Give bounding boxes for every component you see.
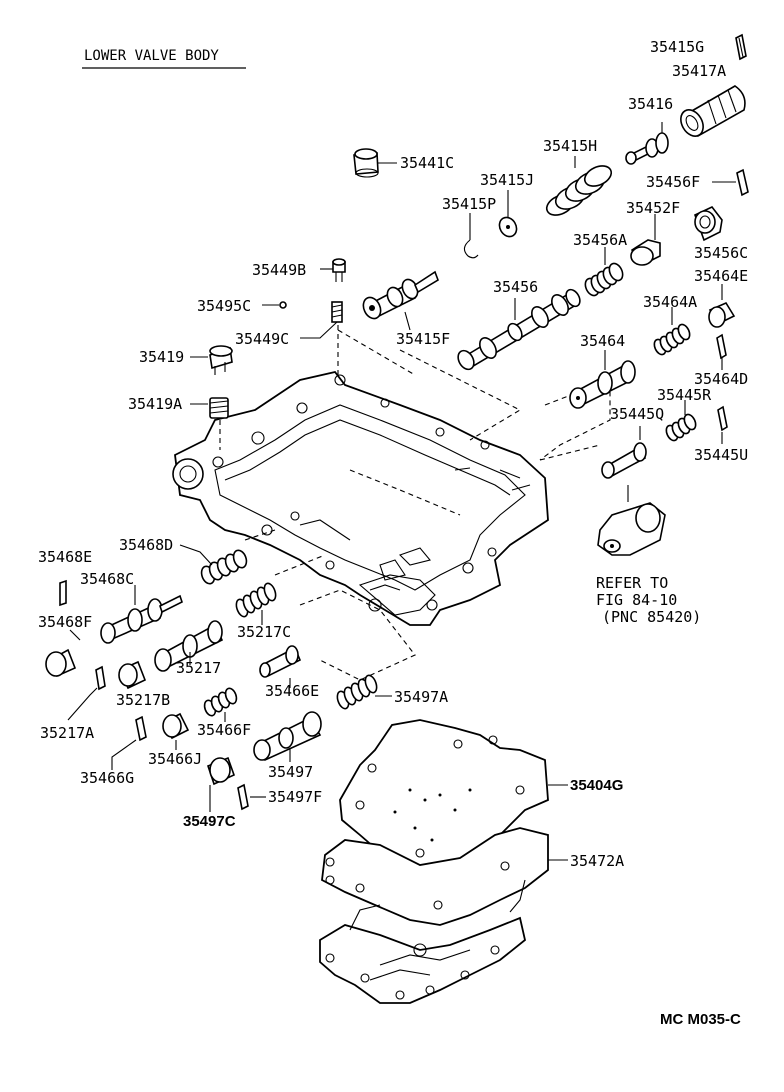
- part-35217C-spring-icon: [235, 582, 277, 625]
- label-35466J: 35466J: [148, 750, 202, 768]
- label-35415J: 35415J: [480, 171, 534, 189]
- label-35464E: 35464E: [694, 267, 748, 285]
- label-35419A: 35419A: [128, 395, 182, 413]
- part-35415J-washer-icon: [498, 190, 518, 238]
- label-35404G: 35404G: [570, 777, 623, 794]
- footer-code: MC M035-C: [660, 1011, 741, 1028]
- part-35466J-icon: [162, 712, 190, 750]
- label-35468C: 35468C: [80, 570, 134, 588]
- part-35495C-pin-icon: [262, 301, 287, 309]
- label-35445Q: 35445Q: [610, 405, 664, 423]
- part-35415F-valve-icon: [362, 270, 439, 331]
- part-labels: 35415G 35417A 35416 35415H 35441C 35415J…: [38, 38, 748, 1028]
- part-35415P-clip-icon: [463, 213, 479, 259]
- label-35441C: 35441C: [400, 154, 454, 172]
- label-35468E: 35468E: [38, 548, 92, 566]
- label-35468F: 35468F: [38, 613, 92, 631]
- part-35464D-icon: [716, 333, 727, 370]
- label-35415G: 35415G: [650, 38, 704, 56]
- label-35449B: 35449B: [252, 261, 306, 279]
- part-35415G-icon: [735, 33, 747, 61]
- part-35497-icon: [253, 711, 322, 762]
- label-35415H: 35415H: [543, 137, 597, 155]
- label-35497A: 35497A: [394, 688, 448, 706]
- part-35445R-spring-icon: [665, 400, 697, 442]
- part-35497C-icon: [207, 756, 235, 812]
- part-35445U-icon: [717, 405, 728, 444]
- label-35417A: 35417A: [672, 62, 726, 80]
- label-35452F: 35452F: [626, 199, 680, 217]
- part-35497A-spring-icon: [336, 674, 392, 710]
- label-35445R: 35445R: [657, 386, 712, 404]
- refer-note-line-2: FIG 84-10: [596, 591, 677, 609]
- label-35456F: 35456F: [646, 173, 700, 191]
- part-35468F-icon: [45, 629, 81, 678]
- part-35464-valve-icon: [569, 350, 636, 409]
- part-35217A-icon: [67, 665, 106, 721]
- part-35468D-spring-icon: [179, 544, 248, 585]
- label-35419: 35419: [139, 348, 184, 366]
- part-35449C-spring-icon: [300, 301, 343, 339]
- part-35466F-spring-icon: [203, 687, 238, 722]
- label-35464: 35464: [580, 332, 625, 350]
- part-35445Q-valve-icon: [601, 426, 647, 479]
- diagram-title: LOWER VALVE BODY: [84, 48, 219, 64]
- part-35497F-icon: [237, 783, 266, 811]
- label-35456C: 35456C: [694, 244, 748, 262]
- label-35468D: 35468D: [119, 536, 173, 554]
- label-35445U: 35445U: [694, 446, 748, 464]
- label-35416: 35416: [628, 95, 673, 113]
- part-35417A-icon: [680, 85, 746, 137]
- solenoid-reference-icon: [597, 485, 666, 556]
- label-35456A: 35456A: [573, 231, 627, 249]
- label-35466G: 35466G: [80, 769, 134, 787]
- label-35415F: 35415F: [396, 330, 450, 348]
- part-35419-plug-icon: [190, 345, 233, 375]
- part-35217-valve-icon: [154, 620, 224, 672]
- part-35464E-icon: [708, 284, 736, 328]
- label-35217B: 35217B: [116, 691, 170, 709]
- label-35415P: 35415P: [442, 195, 496, 213]
- part-35449B-bolt-icon: [320, 258, 346, 282]
- part-35466G-icon: [111, 715, 147, 770]
- part-35456A-spring-icon: [584, 247, 624, 297]
- plate-35472A-icon: [319, 827, 568, 1004]
- label-35466E: 35466E: [265, 682, 319, 700]
- label-35466F: 35466F: [197, 721, 251, 739]
- label-35456: 35456: [493, 278, 538, 296]
- part-35217B-icon: [118, 660, 147, 690]
- part-35419A-spring-icon: [190, 397, 229, 419]
- label-35497F: 35497F: [268, 788, 322, 806]
- label-35217: 35217: [176, 659, 221, 677]
- part-35468C-valve-icon: [100, 585, 183, 644]
- refer-note-line-1: REFER TO: [596, 574, 668, 592]
- label-35472A: 35472A: [570, 852, 624, 870]
- refer-note-line-3: (PNC 85420): [602, 608, 701, 626]
- label-35464D: 35464D: [694, 370, 748, 388]
- part-35441C-icon: [353, 148, 397, 178]
- label-35217A: 35217A: [40, 724, 94, 742]
- part-35415H-spring-icon: [545, 156, 613, 216]
- part-35456C-icon: [694, 206, 723, 242]
- part-35416-icon: [625, 122, 669, 165]
- label-35497C: 35497C: [183, 813, 236, 830]
- label-35449C: 35449C: [235, 330, 289, 348]
- valve-body-casting: [172, 370, 549, 626]
- part-35456-valve-icon: [457, 288, 581, 371]
- label-35217C: 35217C: [237, 623, 291, 641]
- label-35464A: 35464A: [643, 293, 697, 311]
- part-35468E-icon: [59, 579, 67, 607]
- part-35456F-icon: [712, 168, 749, 197]
- part-35464A-spring-icon: [653, 307, 691, 356]
- label-35497: 35497: [268, 763, 313, 781]
- part-35452F-icon: [630, 214, 661, 266]
- part-35466E-valve-icon: [259, 645, 302, 688]
- label-35495C: 35495C: [197, 297, 251, 315]
